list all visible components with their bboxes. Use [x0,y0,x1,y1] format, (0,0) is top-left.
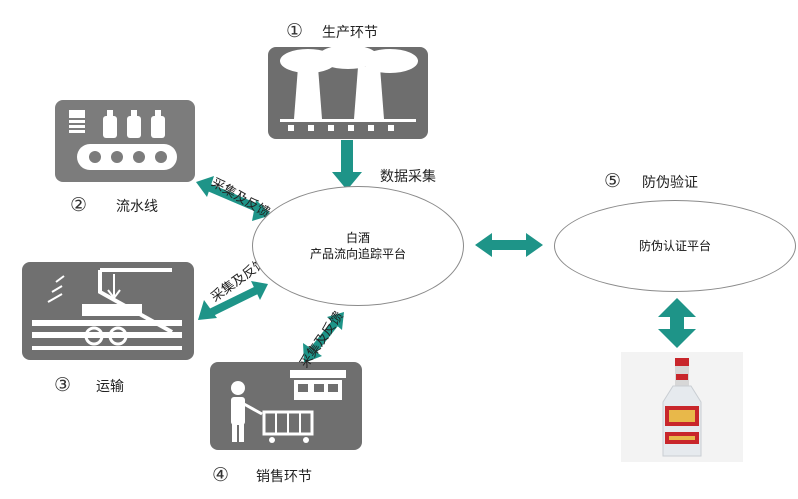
tracking-platform-node: 白酒 产品流向追踪平台 [252,186,464,306]
tracking-platform-subtitle: 产品流向追踪平台 [309,247,406,261]
transport-feedback-arrow [198,281,268,320]
factory-icon [268,47,428,139]
verify-link-arrow [475,233,543,257]
sales-feedback-arrow [303,312,344,363]
antifake-stage-label: 防伪验证 [642,175,698,191]
sales-stage-number: ④ [212,464,230,486]
transport-stage-number: ③ [54,374,72,396]
assembly-stage-number: ② [70,194,88,216]
retail-store-icon [210,362,362,450]
antifake-stage-number: ⑤ [604,170,622,192]
production-stage-label: 生产环节 [322,25,378,41]
antifake-platform-node: 防伪认证平台 [554,200,796,292]
bottle-link-arrow [658,298,696,348]
liquor-bottle-image [621,352,743,462]
data-collect-arrow [332,140,362,190]
transport-stage-label: 运输 [96,379,124,395]
production-stage-number: ① [286,20,304,42]
data-collect-label: 数据采集 [380,169,436,185]
sales-stage-label: 销售环节 [256,469,312,485]
assembly-stage-label: 流水线 [116,199,158,215]
crane-transport-icon [22,262,194,360]
assembly-line-icon [55,100,195,182]
tracking-platform-title: 白酒 [345,231,370,245]
antifake-platform-label: 防伪认证平台 [638,239,711,253]
